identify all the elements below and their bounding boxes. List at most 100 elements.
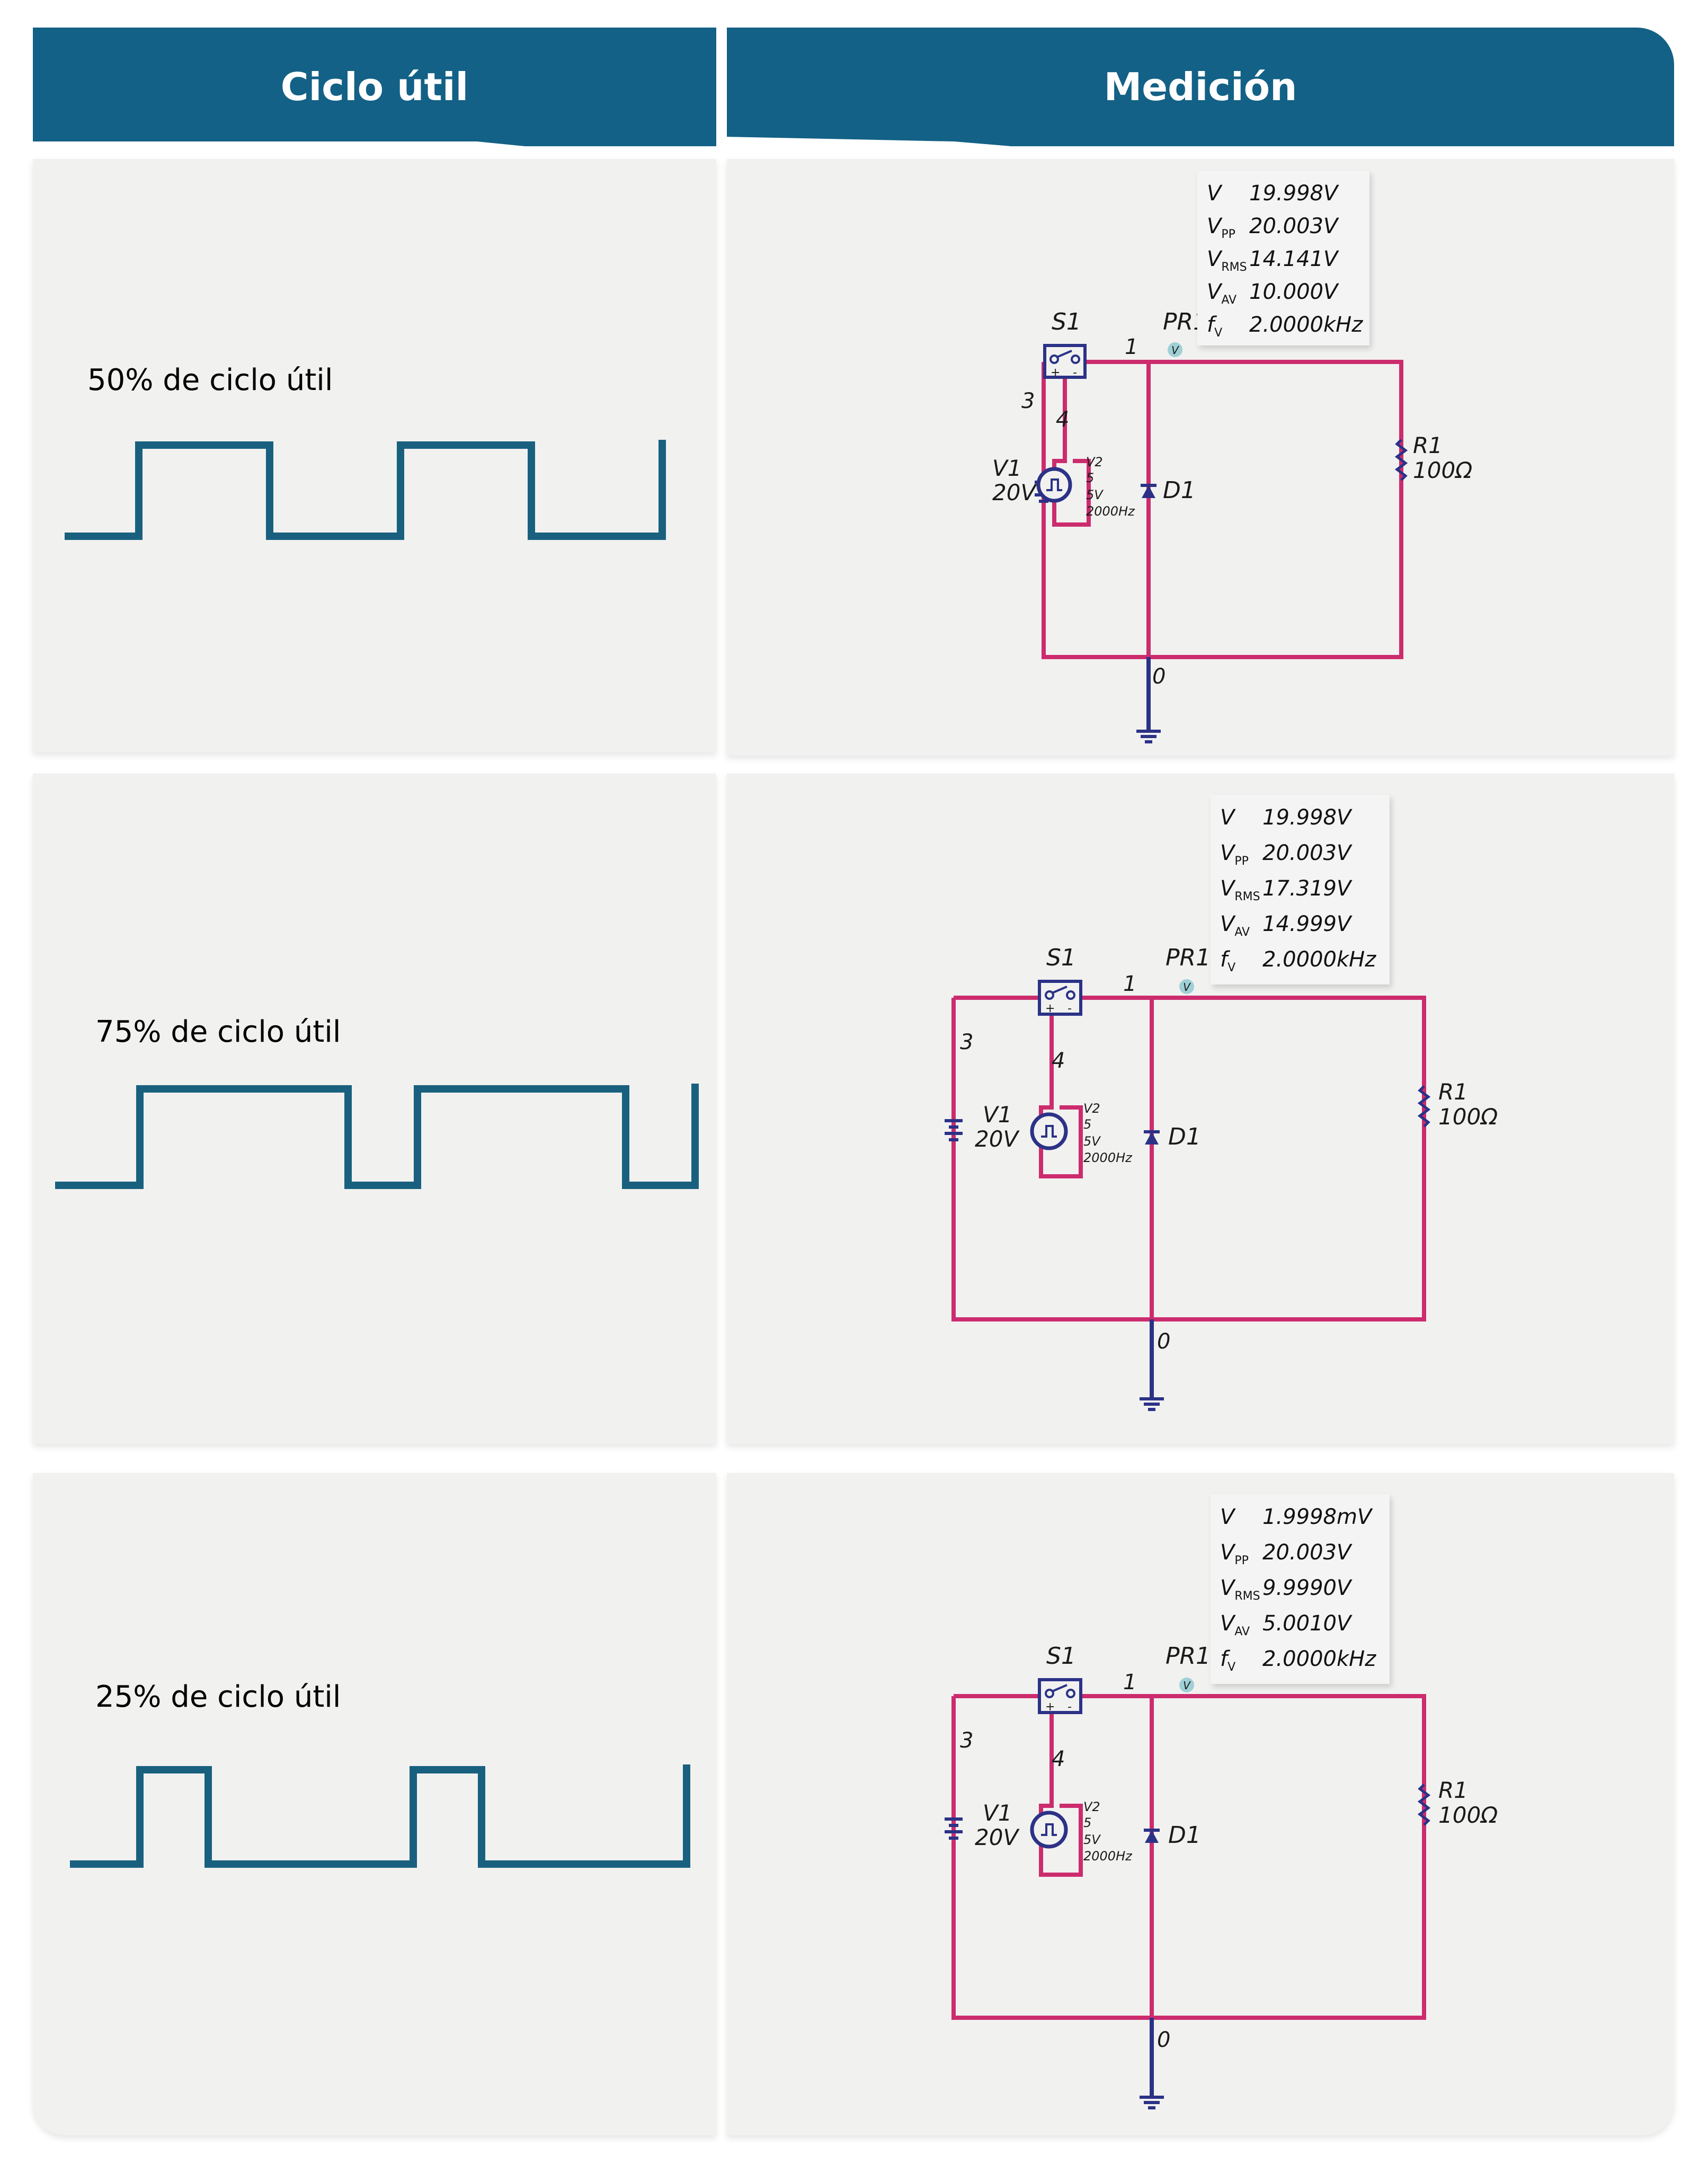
ground-wire: [1140, 1319, 1164, 1411]
wires: [951, 996, 1426, 1321]
probe-marker-text: V: [1183, 981, 1191, 994]
switch-s1-box: [1043, 344, 1087, 379]
meter-fv-sub: V: [1227, 1661, 1236, 1674]
pulse-param2: 5V: [1086, 487, 1104, 502]
wire-control: [1039, 1007, 1083, 1178]
meter-vpp-value: 20.003V: [1262, 841, 1351, 865]
node-1-label: 1: [1125, 335, 1138, 359]
meter-vav-label: V: [1220, 1611, 1235, 1636]
meter-vrms-value: 9.9990V: [1262, 1576, 1351, 1600]
meter-vav-sub: AV: [1234, 926, 1250, 939]
probe-pr1-marker: [1168, 342, 1182, 357]
resistor-name: R1: [1438, 1079, 1468, 1105]
pulse-freq: 2000Hz: [1083, 1150, 1133, 1165]
switch-plus: +: [1045, 1002, 1055, 1015]
row3-label: 25% de ciclo útil: [95, 1680, 341, 1714]
meter-vrms-sub: RMS: [1234, 890, 1260, 903]
switch-minus: -: [1073, 366, 1077, 379]
row2-label: 75% de ciclo útil: [95, 1015, 341, 1049]
ground-wire: [1136, 657, 1161, 743]
diode-d1-symbol: [1144, 1829, 1160, 1843]
meter-vav-sub: AV: [1221, 294, 1237, 307]
meter-fv-value: 2.0000kHz: [1262, 947, 1376, 972]
circuit-schematic: V S1 + - PR1 1 3 4 0 V1 20V V2 5 5V 2000…: [945, 944, 1498, 1411]
switch-minus: -: [1068, 1002, 1072, 1015]
circuit-row3: V S1 + - PR1 1 3 4 0 V1 20V V2 5 5V 2000…: [945, 1642, 1498, 2118]
meter-vpp-label: V: [1220, 841, 1235, 865]
meter-vav-label: V: [1207, 280, 1222, 304]
meter-vav-label: V: [1220, 912, 1235, 936]
meter-v-label: V: [1220, 805, 1235, 830]
node-1-label: 1: [1123, 972, 1136, 996]
pulse-freq: 2000Hz: [1083, 1849, 1133, 1864]
meter-vav-value: 10.000V: [1249, 280, 1338, 304]
node-0-label: 0: [1152, 664, 1166, 689]
meter-fv-label: f: [1220, 947, 1228, 972]
meter-fv-value: 2.0000kHz: [1262, 1647, 1376, 1671]
diode-d1-symbol: [1144, 1130, 1160, 1145]
pulse-name: V2: [1086, 455, 1103, 469]
header-medicion: Medición: [727, 28, 1674, 146]
panel-row3-right: [727, 1473, 1674, 2135]
wires: [1042, 360, 1403, 659]
node-0-label: 0: [1157, 1329, 1170, 1354]
pulse-param2: 5V: [1083, 1832, 1101, 1847]
resistor-value: 100Ω: [1438, 1104, 1498, 1130]
probe-pr1-marker: [1179, 1678, 1194, 1692]
meter-vrms-label: V: [1207, 247, 1222, 271]
circuit-schematic: V S1 + - PR1 1 3 4 0 V1 20V V2 5 5V 2000…: [992, 308, 1472, 743]
meter-fv-value: 2.0000kHz: [1249, 313, 1363, 337]
probe-pr1-marker: [1179, 979, 1194, 994]
wire-control: [1052, 371, 1091, 527]
diode-label: D1: [1168, 1123, 1201, 1150]
square-wave: [65, 440, 666, 540]
meter-vpp-value: 20.003V: [1249, 214, 1338, 238]
header-ciclo-util: Ciclo útil: [33, 28, 716, 146]
pulse-freq: 2000Hz: [1086, 504, 1135, 519]
node-4-label: 4: [1056, 407, 1069, 432]
wire-top-right: [1081, 1694, 1426, 2020]
panel-row3-left: [33, 1473, 716, 2135]
node-4-label: 4: [1052, 1049, 1065, 1073]
pulse-source-v2-symbol: [1036, 467, 1072, 503]
meter-vpp-sub: PP: [1234, 855, 1249, 868]
battery-v1-symbol: [945, 1119, 963, 1141]
pulse-name: V2: [1083, 1799, 1100, 1814]
pulse-source-v2-symbol: [1030, 1811, 1068, 1849]
circuit-schematic: V S1 + - PR1 1 3 4 0 V1 20V V2 5 5V 2000…: [945, 1643, 1498, 2109]
meter-vpp-sub: PP: [1221, 228, 1235, 241]
node-1-label: 1: [1123, 1670, 1136, 1695]
square-wave: [55, 1084, 699, 1189]
meter-vpp-value: 20.003V: [1262, 1540, 1351, 1565]
node-0-label: 0: [1157, 2028, 1170, 2052]
switch-label: S1: [1046, 944, 1076, 971]
node-3-label: 3: [1021, 389, 1035, 413]
meter-v-label: V: [1220, 1505, 1235, 1529]
switch-minus: -: [1068, 1700, 1072, 1714]
meter-vpp-label: V: [1207, 214, 1222, 238]
resistor-r1-symbol: [1417, 1085, 1431, 1128]
battery-name: V1: [983, 1102, 1012, 1128]
wire-control: [1039, 1705, 1083, 1877]
meter-v-value: 19.998V: [1249, 181, 1338, 206]
panel-row1-left: [33, 159, 716, 752]
meter-vrms-label: V: [1220, 1576, 1235, 1600]
resistor-r1-symbol: [1417, 1784, 1431, 1826]
battery-value: 20V: [975, 1126, 1020, 1152]
switch-plus: +: [1051, 366, 1060, 379]
switch-label: S1: [1052, 308, 1081, 335]
meter-fv-sub: V: [1227, 961, 1236, 974]
meter-vrms-value: 14.141V: [1249, 247, 1338, 271]
meter-vrms-value: 17.319V: [1262, 876, 1351, 901]
row1-label: 50% de ciclo útil: [87, 363, 333, 397]
switch-label: S1: [1046, 1643, 1076, 1670]
resistor-value: 100Ω: [1413, 457, 1472, 483]
meter-vpp-sub: PP: [1234, 1554, 1249, 1567]
node-3-label: 3: [960, 1728, 973, 1753]
pulse-param2: 5V: [1083, 1134, 1101, 1149]
circuit-row1: V S1 + - PR1 1 3 4 0 V1 20V V2 5 5V 2000…: [967, 307, 1507, 763]
pulse-param1: 5: [1083, 1117, 1091, 1132]
diode-d1-symbol: [1141, 484, 1157, 498]
